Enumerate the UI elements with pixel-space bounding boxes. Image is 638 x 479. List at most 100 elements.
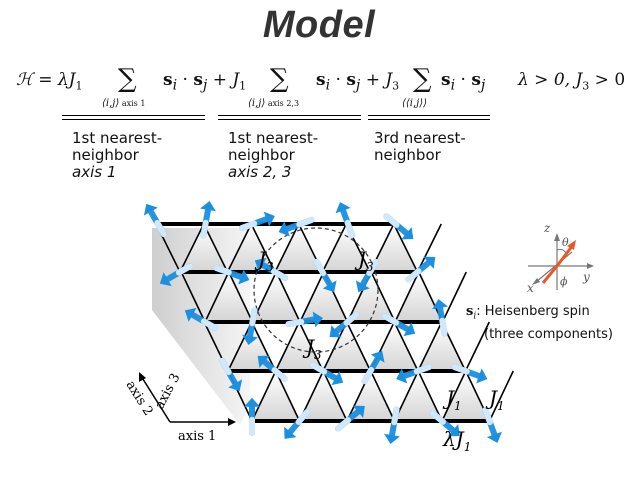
lattice-triangle [252, 371, 300, 421]
spin-arrow [184, 307, 219, 331]
spin-arrow [219, 357, 243, 392]
spin-arrow-tail [200, 219, 209, 239]
spin-arrow-tail [391, 406, 400, 426]
spin-arrow-head [329, 325, 342, 338]
bond-axis2 [370, 370, 396, 422]
axis2-label: axis 2 [123, 378, 156, 418]
axis2-arrow [140, 375, 171, 423]
phi-label: ϕ [560, 275, 568, 288]
spin-arrow-tail [430, 410, 446, 425]
spin-arrow [335, 405, 365, 432]
bond-axis2 [275, 370, 301, 422]
spin-arrow-head [331, 371, 344, 386]
spin-arrow-head [486, 431, 502, 443]
axis2-arrowhead [139, 372, 146, 382]
bond-axis3 [226, 223, 252, 273]
spin-arrow-head [370, 350, 385, 363]
sum-symbol-3: ∑ [413, 64, 432, 94]
spin-arrow-tail [175, 263, 194, 276]
lambda-j1-label: λJ1 [442, 427, 471, 454]
lattice-triangle [394, 371, 442, 421]
bond-axis3 [251, 370, 277, 422]
lattice-triangles [180, 224, 490, 421]
spin-arrow-tail [200, 318, 219, 331]
lattice-triangle [370, 224, 418, 272]
spin-arrow [355, 258, 379, 293]
bond-axis3 [299, 271, 325, 323]
spin-arrow-head [242, 334, 258, 345]
lattice-triangle [299, 371, 347, 421]
bond-axis3 [322, 321, 348, 372]
lattice-triangle [323, 322, 371, 371]
spin-arrow-head [228, 379, 243, 392]
spin-arrow [482, 407, 502, 443]
spin-arrow-tail [239, 220, 258, 232]
spin-arrow-tail [219, 357, 232, 376]
spin-arrow-head [238, 269, 250, 285]
bond-axis3 [417, 321, 443, 372]
spin-arrow [381, 313, 416, 337]
bond-axis3 [321, 223, 347, 273]
bond-axis3 [416, 223, 442, 273]
spin-arrow-tail [296, 216, 315, 228]
spin-arrow-tail [295, 409, 311, 425]
bond-axis2 [275, 271, 301, 323]
spin-arrow-tail [344, 219, 356, 238]
page-title: Model [262, 4, 376, 46]
spin-arrow-head [322, 280, 337, 293]
lattice-triangle [300, 272, 348, 322]
j3-label-center: J3 [302, 335, 322, 362]
hamiltonian-lhs: ℋ = λJ1 [16, 70, 83, 93]
spin-arrow-head [355, 280, 370, 293]
bond-axis2 [251, 321, 277, 372]
spin-arrow-tail [451, 363, 470, 375]
lattice-triangle [275, 224, 323, 272]
spin-arrow-tail [413, 363, 432, 375]
spin-vector-tail [541, 265, 559, 284]
parameter-condition: λ > 0, J3 > 0 [518, 70, 626, 93]
j1-label-diag-left: J1 [442, 386, 462, 413]
bond-axis3 [488, 370, 514, 422]
lattice-triangle [347, 272, 395, 322]
spin-arrow-head [278, 221, 290, 237]
spin-arrow-tail [213, 264, 232, 276]
spin-arrow [430, 410, 460, 437]
lattice-triangle [418, 322, 466, 371]
bond-axis3 [441, 271, 467, 323]
spin-arrow-head [254, 257, 267, 272]
sum-symbol-1: ∑ [118, 64, 137, 94]
bond-axis3 [394, 271, 420, 323]
bond-axis2 [228, 271, 254, 323]
spin-arrow [383, 213, 414, 240]
bond-axis3 [274, 321, 300, 372]
sum3-subscript: ⟨⟨i,j⟩⟩ [402, 98, 428, 109]
spin-arrow-head [284, 426, 297, 439]
spin-arrow-tail [309, 362, 328, 375]
spin-arrow-head [423, 256, 436, 269]
theta-label: θ [562, 236, 569, 249]
bond-axis2 [322, 370, 348, 422]
spin-arrow-head [401, 227, 414, 240]
spin-arrow [335, 202, 356, 238]
spin-arrow-head [244, 397, 260, 407]
underline-term3 [368, 115, 490, 120]
lattice-triangle [252, 272, 300, 322]
spin-note: si: Heisenberg spin (three components) [466, 304, 613, 342]
lattice-triangle [395, 272, 443, 322]
spin-arrow [244, 397, 260, 436]
bond-axis2 [180, 271, 206, 323]
term1-product: si · sj + J1 [163, 70, 247, 94]
spin-arrow-head [396, 368, 408, 384]
bond-axis3 [464, 321, 490, 372]
spin-arrow-head [384, 433, 400, 444]
spin-arrow [432, 299, 448, 337]
z-axis-label: z [543, 221, 551, 235]
bond-axis2 [393, 223, 419, 273]
bond-axis3 [179, 223, 205, 273]
bond-axis2 [250, 223, 276, 273]
spin-arrow-tail [285, 318, 305, 328]
j3-label-left: J3 [254, 247, 274, 274]
spin-arrow [309, 362, 344, 386]
